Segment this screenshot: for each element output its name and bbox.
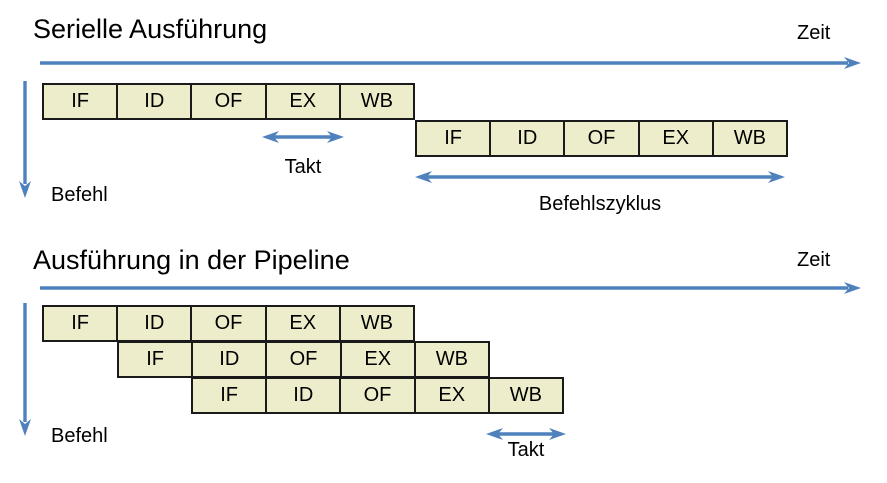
pipeline-instruction-1-row: IF ID OF EX WB — [42, 305, 415, 342]
pipeline-stage-cell: ID — [265, 379, 339, 412]
instruction-axis-arrow-serial — [19, 81, 31, 198]
pipeline-stage-cell: ID — [116, 307, 190, 340]
pipeline-stage-cell: OF — [190, 307, 264, 340]
pipeline-stage-cell: OF — [265, 343, 339, 376]
pipeline-stage-cell: EX — [264, 85, 339, 118]
time-axis-label-serial: Zeit — [797, 22, 831, 44]
instruction-axis-label-pipeline: Befehl — [51, 425, 108, 447]
pipeline-stage-cell: EX — [339, 343, 414, 376]
pipeline-stage-cell: IF — [444, 127, 462, 149]
pipeline-stage-cell: EX — [413, 379, 488, 412]
pipeline-stage-cell: WB — [338, 307, 413, 340]
instruction-axis-label-serial: Befehl — [51, 184, 108, 206]
pipeline-stage-cell: IF — [71, 90, 89, 112]
pipeline-stage-cell: WB — [487, 379, 562, 412]
clock-span-arrow-pipeline — [486, 428, 566, 440]
pipeline-stage-cell: WB — [711, 122, 786, 155]
section-title-serial: Serielle Ausführung — [33, 14, 268, 44]
section-title-pipeline: Ausführung in der Pipeline — [33, 245, 350, 275]
pipeline-stage-cell: IF — [71, 312, 89, 334]
pipeline-instruction-3-row: IF ID OF EX WB — [191, 377, 564, 414]
pipeline-stage-cell: IF — [146, 348, 164, 370]
pipeline-stage-cell: OF — [563, 122, 637, 155]
serial-instruction-2-row: IF ID OF EX WB — [415, 120, 788, 157]
time-axis-arrow-pipeline — [40, 282, 861, 294]
pipeline-stage-cell: EX — [637, 122, 712, 155]
instruction-axis-arrow-pipeline — [19, 303, 31, 436]
pipeline-stage-cell: ID — [116, 85, 190, 118]
pipeline-stage-cell: OF — [339, 379, 413, 412]
pipeline-stage-cell: WB — [338, 85, 413, 118]
cycle-span-arrow — [415, 171, 785, 183]
cycle-label: Befehlszyklus — [538, 193, 662, 215]
clock-span-arrow-serial — [262, 131, 344, 143]
pipeline-stage-cell: EX — [264, 307, 339, 340]
pipeline-stage-cell: OF — [190, 85, 264, 118]
pipeline-stage-cell: IF — [220, 384, 238, 406]
clock-label-serial: Takt — [284, 156, 322, 178]
pipeline-stage-cell: WB — [413, 343, 488, 376]
clock-label-pipeline: Takt — [507, 439, 545, 461]
pipeline-stage-cell: ID — [489, 122, 563, 155]
serial-instruction-1-row: IF ID OF EX WB — [42, 83, 415, 120]
pipeline-stage-cell: ID — [191, 343, 265, 376]
time-axis-arrow-serial — [40, 57, 861, 69]
pipeline-instruction-2-row: IF ID OF EX WB — [117, 341, 490, 378]
time-axis-label-pipeline: Zeit — [797, 249, 831, 271]
